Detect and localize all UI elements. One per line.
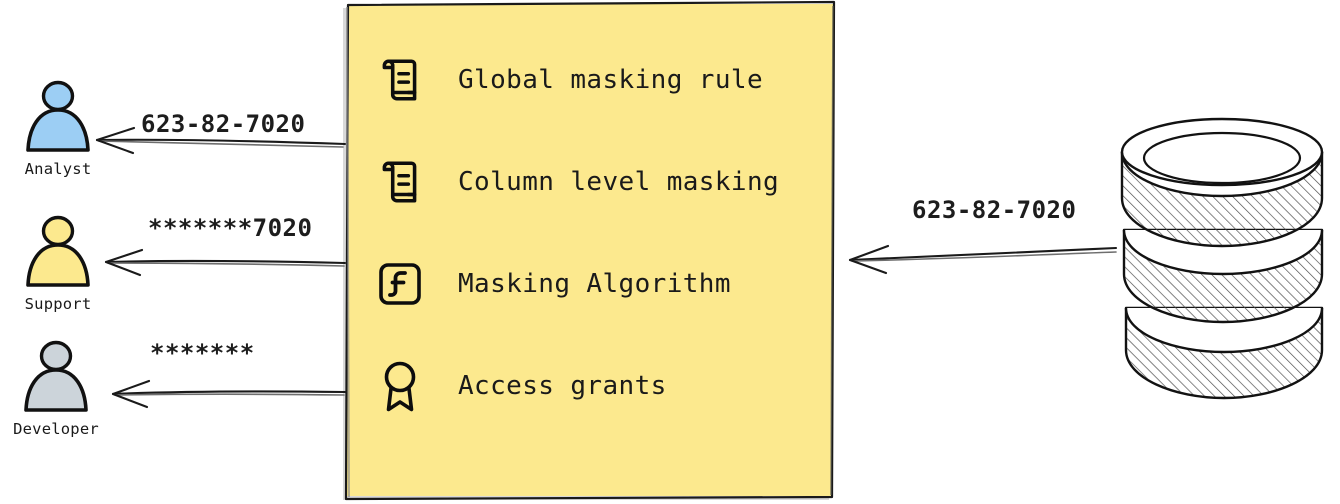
actor-label: Support: [24, 295, 92, 313]
policy-item-list: Global masking rule Column level masking: [372, 52, 822, 414]
flow-label-developer: *******: [150, 339, 255, 367]
policy-item[interactable]: Column level masking: [372, 154, 822, 210]
policy-item-label: Masking Algorithm: [458, 269, 731, 299]
person-icon: [24, 340, 88, 412]
policy-item-label: Access grants: [458, 371, 667, 401]
database-icon[interactable]: [1108, 112, 1340, 412]
actor-developer[interactable]: Developer: [0, 340, 112, 438]
flow-label-support: *******7020: [148, 214, 313, 242]
person-icon: [26, 215, 90, 287]
award-ribbon-icon: [372, 358, 428, 414]
policy-item[interactable]: Global masking rule: [372, 52, 822, 108]
arrow-to-support: [104, 248, 347, 277]
policy-item-label: Global masking rule: [458, 65, 764, 95]
arrow-to-developer: [111, 379, 347, 409]
actor-label: Analyst: [24, 160, 92, 178]
function-icon: [372, 256, 428, 312]
flow-label-database: 623-82-7020: [912, 196, 1077, 224]
policy-item[interactable]: Masking Algorithm: [372, 256, 822, 312]
actor-analyst[interactable]: Analyst: [2, 80, 114, 178]
policy-item[interactable]: Access grants: [372, 358, 822, 414]
person-icon: [26, 80, 90, 152]
arrow-from-database: [848, 244, 1118, 275]
actor-label: Developer: [13, 420, 99, 438]
actor-support[interactable]: Support: [2, 215, 114, 313]
scroll-icon: [372, 154, 428, 210]
flow-label-analyst: 623-82-7020: [141, 110, 306, 138]
scroll-icon: [372, 52, 428, 108]
policy-item-label: Column level masking: [458, 167, 780, 197]
